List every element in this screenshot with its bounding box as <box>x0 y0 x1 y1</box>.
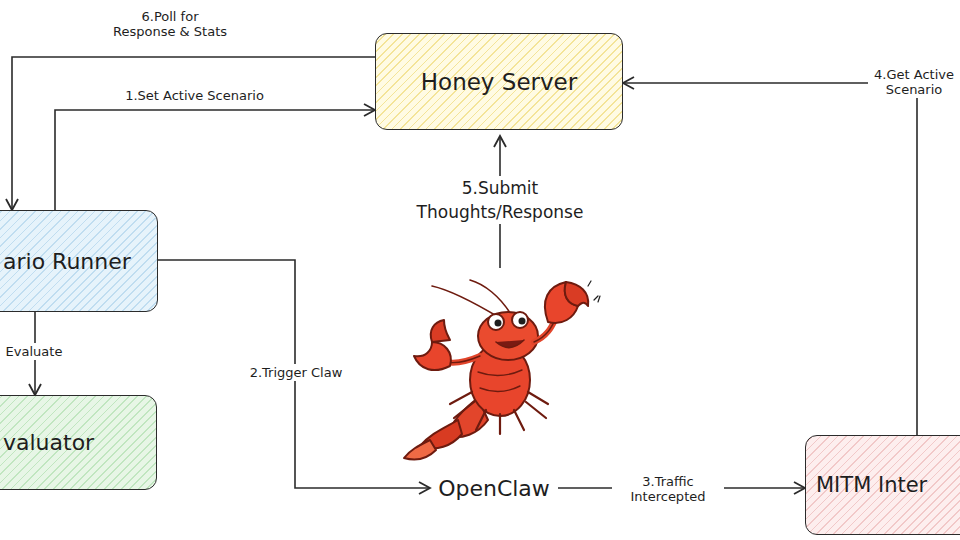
lobster <box>404 280 600 460</box>
node-label: OpenClaw <box>438 476 550 501</box>
flow-arrow <box>55 110 375 210</box>
edge-label: Evaluate <box>2 343 66 360</box>
agent-node: OpenClaw <box>430 473 558 503</box>
flow-arrow <box>158 260 430 488</box>
flow-label: 5.Submit Thoughts/Response <box>395 176 605 224</box>
process-box: valuator <box>0 395 157 490</box>
flow-arrow <box>623 83 917 435</box>
node-label: Honey Server <box>421 69 577 95</box>
edge-label: 3.Traffic Intercepted <box>612 473 724 505</box>
node-label: MITM Inter <box>816 473 927 497</box>
interceptor-box: MITM Inter <box>805 435 960 535</box>
edge-label: 2.Trigger Claw <box>240 364 352 381</box>
edge-label: 1.Set Active Scenario <box>112 87 277 104</box>
node-label: ario Runner <box>3 249 131 274</box>
flow-arrow <box>12 57 375 210</box>
process-box: ario Runner <box>0 210 158 312</box>
node-label: valuator <box>3 430 94 455</box>
server-box: Honey Server <box>375 33 623 130</box>
edge-label: 6.Poll for Response & Stats <box>110 8 230 40</box>
edge-label: 4.Get Active Scenario <box>868 66 960 98</box>
